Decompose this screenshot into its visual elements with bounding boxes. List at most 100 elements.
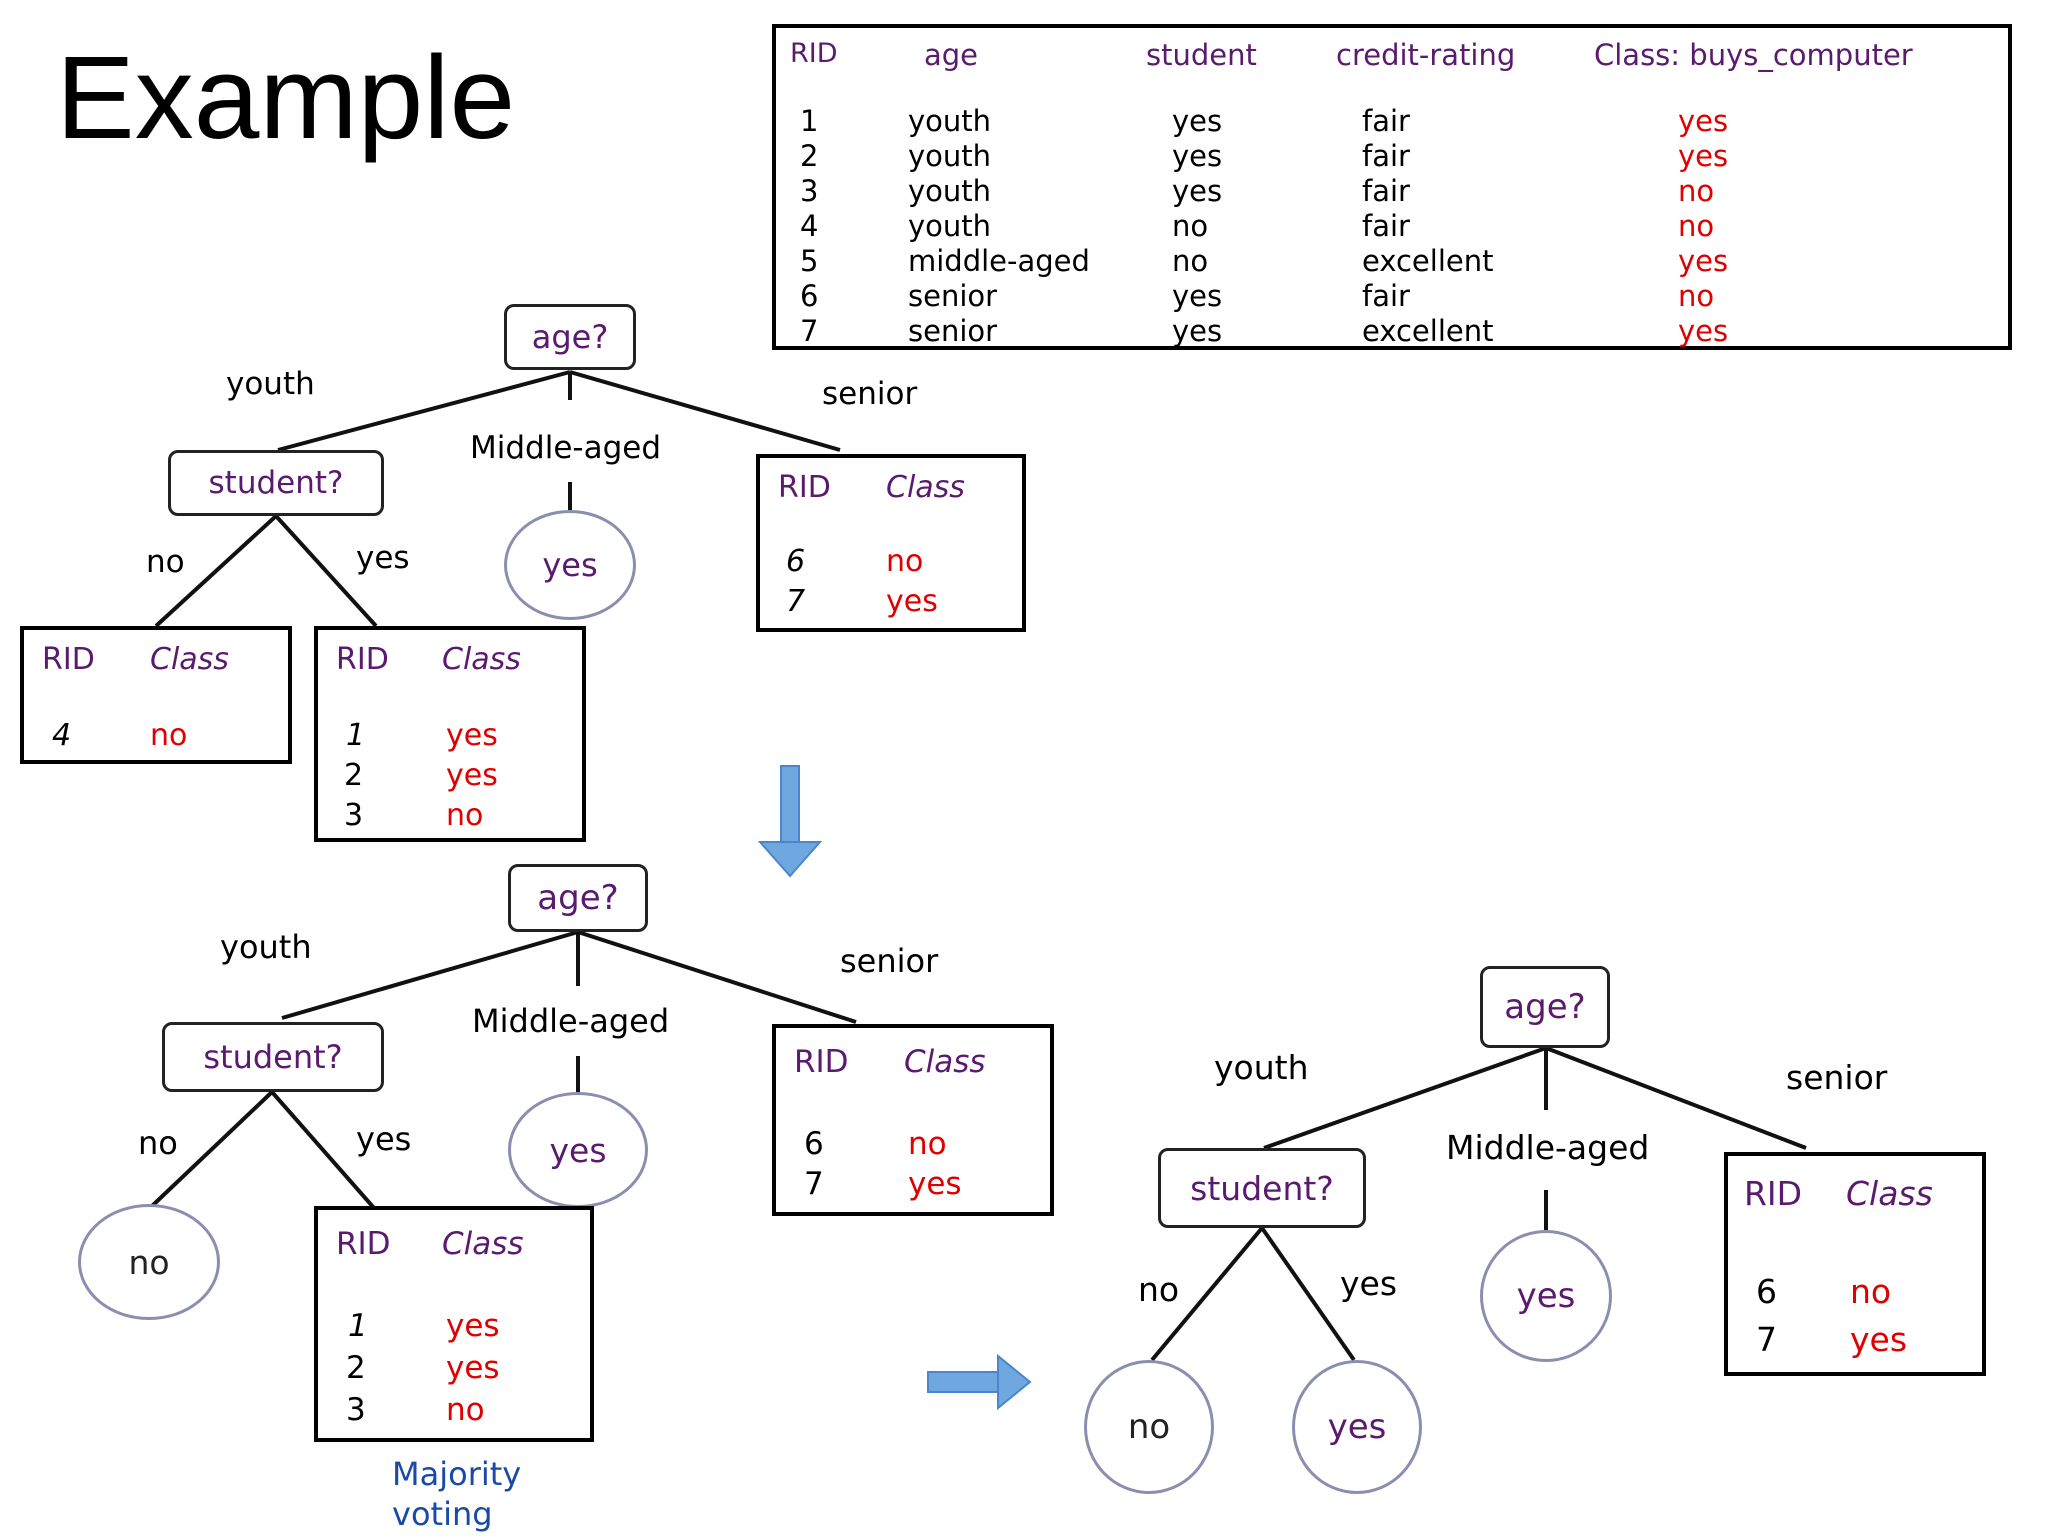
class-value: yes — [908, 1166, 962, 1202]
rid-cell: 1 — [800, 104, 819, 138]
tree3-branch-yes: yes — [1340, 1264, 1398, 1303]
col-header-student: student — [1146, 38, 1257, 72]
rid-value: 7 — [1756, 1320, 1777, 1359]
tree2-senior-box: RID Class 6 no 7 yes — [772, 1024, 1054, 1216]
class-header: Class — [442, 642, 521, 677]
class-cell: yes — [1678, 139, 1729, 173]
rid-cell: 2 — [800, 139, 819, 173]
rid-header: RID — [336, 1226, 391, 1262]
tree3-branch-middle-aged: Middle-aged — [1446, 1128, 1650, 1167]
rid-value: 6 — [786, 544, 806, 579]
rid-header: RID — [794, 1044, 849, 1080]
tree2-branch-middle-aged: Middle-aged — [472, 1002, 670, 1040]
rid-value: 6 — [804, 1126, 824, 1162]
age-cell: youth — [908, 174, 992, 208]
class-value: yes — [446, 758, 498, 793]
tree1-student-node: student? — [168, 450, 384, 516]
tree3-branch-no: no — [1138, 1270, 1180, 1309]
tree2-age-node: age? — [508, 864, 648, 932]
rid-cell: 7 — [800, 314, 819, 348]
class-value: yes — [886, 584, 938, 619]
tree3-senior-box: RID Class 6 no 7 yes — [1724, 1152, 1986, 1376]
tree2-branch-senior: senior — [840, 942, 939, 980]
tree2-no-leaf: no — [78, 1204, 220, 1320]
class-value: no — [150, 718, 188, 753]
credit-rating-cell: fair — [1362, 209, 1410, 243]
tree2-middle-leaf: yes — [508, 1092, 648, 1208]
student-cell: yes — [1172, 314, 1223, 348]
rid-value: 4 — [52, 718, 72, 753]
rid-value: 7 — [786, 584, 806, 619]
class-header: Class — [1846, 1174, 1933, 1213]
class-header: Class — [886, 470, 965, 505]
tree3-middle-leaf: yes — [1480, 1230, 1612, 1362]
class-cell: no — [1678, 209, 1715, 243]
class-value: yes — [446, 718, 498, 753]
credit-rating-cell: excellent — [1362, 314, 1494, 348]
credit-rating-cell: fair — [1362, 104, 1410, 138]
class-value: yes — [446, 1308, 500, 1344]
student-cell: yes — [1172, 104, 1223, 138]
student-cell: no — [1172, 209, 1209, 243]
class-cell: no — [1678, 279, 1715, 313]
tree1-middle-leaf: yes — [504, 510, 636, 620]
class-value: no — [446, 798, 484, 833]
col-header-rid: RID — [790, 38, 838, 69]
training-data-table: RID age student credit-rating Class: buy… — [772, 24, 2012, 350]
class-value: no — [446, 1392, 485, 1428]
rid-header: RID — [336, 642, 389, 677]
class-header: Class — [904, 1044, 986, 1080]
student-cell: yes — [1172, 279, 1223, 313]
down-arrow-icon — [757, 765, 823, 878]
rid-value: 6 — [1756, 1272, 1777, 1311]
age-cell: middle-aged — [908, 244, 1090, 278]
tree1-yes-box: RID Class 1 yes 2 yes 3 no — [314, 626, 586, 842]
class-cell: yes — [1678, 244, 1729, 278]
rid-cell: 3 — [800, 174, 819, 208]
tree3-student-node: student? — [1158, 1148, 1366, 1228]
credit-rating-cell: fair — [1362, 174, 1410, 208]
student-cell: yes — [1172, 174, 1223, 208]
age-cell: youth — [908, 104, 992, 138]
col-header-class: Class: buys_computer — [1594, 38, 1913, 72]
tree1-branch-youth: youth — [226, 366, 315, 402]
col-header-age: age — [924, 38, 979, 72]
tree1-branch-no: no — [146, 544, 185, 580]
rid-cell: 5 — [800, 244, 819, 278]
tree3-age-node: age? — [1480, 966, 1610, 1048]
rid-value: 1 — [348, 1308, 368, 1344]
rid-cell: 4 — [800, 209, 819, 243]
age-cell: youth — [908, 209, 992, 243]
tree2-student-node: student? — [162, 1022, 384, 1092]
tree1-age-node: age? — [504, 304, 636, 370]
tree2-branch-yes: yes — [356, 1120, 412, 1158]
tree2-branch-youth: youth — [220, 928, 312, 966]
col-header-credit-rating: credit-rating — [1336, 38, 1516, 72]
class-value: yes — [1850, 1320, 1908, 1359]
tree3-no-leaf: no — [1084, 1360, 1214, 1494]
majority-voting-label: Majority voting — [392, 1454, 521, 1534]
rid-cell: 6 — [800, 279, 819, 313]
tree2-branch-no: no — [138, 1124, 178, 1162]
class-value: no — [886, 544, 924, 579]
majority-voting-line: voting — [392, 1495, 493, 1533]
tree1-senior-box: RID Class 6 no 7 yes — [756, 454, 1026, 632]
rid-header: RID — [42, 642, 95, 677]
student-cell: yes — [1172, 139, 1223, 173]
class-cell: yes — [1678, 104, 1729, 138]
majority-voting-line: Majority — [392, 1455, 522, 1493]
rid-value: 1 — [346, 718, 366, 753]
tree1-branch-middle-aged: Middle-aged — [470, 430, 662, 466]
age-cell: senior — [908, 314, 998, 348]
rid-value: 3 — [344, 798, 364, 833]
credit-rating-cell: fair — [1362, 139, 1410, 173]
tree3-yes-leaf: yes — [1292, 1360, 1422, 1494]
rid-value: 2 — [346, 1350, 366, 1386]
age-cell: youth — [908, 139, 992, 173]
right-arrow-icon — [927, 1353, 1032, 1411]
student-cell: no — [1172, 244, 1209, 278]
rid-value: 7 — [804, 1166, 824, 1202]
rid-header: RID — [778, 470, 831, 505]
